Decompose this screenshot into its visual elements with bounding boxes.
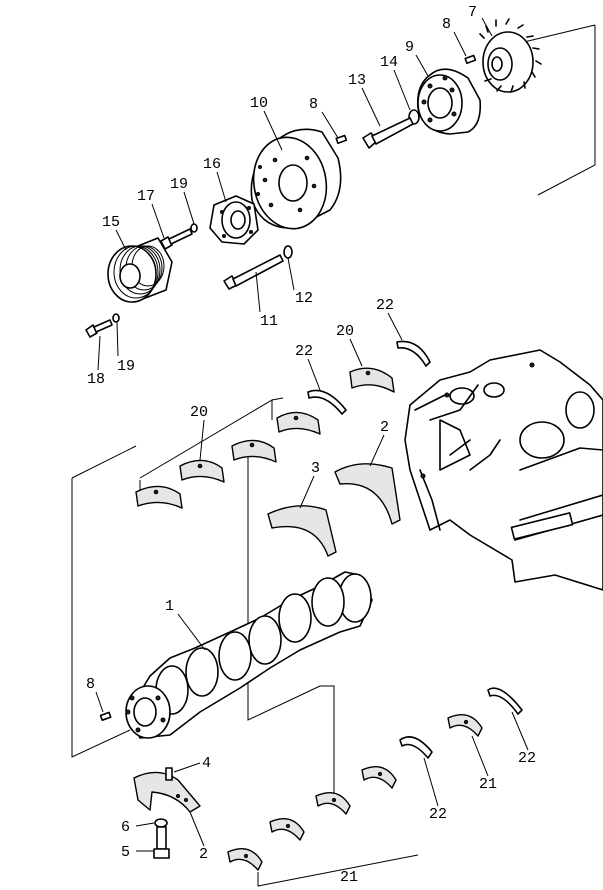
thrust-washer-22a bbox=[396, 340, 431, 367]
thrust-washer-22d bbox=[487, 687, 523, 715]
washer-19a bbox=[190, 223, 198, 233]
callout-c22a: 22 bbox=[376, 297, 394, 314]
damper-10 bbox=[250, 128, 342, 230]
main-bearing-upper-group bbox=[135, 367, 395, 509]
callout-c20b: 20 bbox=[190, 404, 208, 421]
callout-c20a: 20 bbox=[336, 323, 354, 340]
washer-19b bbox=[112, 313, 120, 323]
callout-c15: 15 bbox=[102, 214, 120, 231]
callout-c22c: 22 bbox=[518, 750, 536, 767]
bolt-5 bbox=[153, 826, 170, 859]
callout-c10: 10 bbox=[250, 95, 268, 112]
callout-c22d: 22 bbox=[429, 806, 447, 823]
callout-c8b: 8 bbox=[309, 96, 318, 113]
callout-c21b: 21 bbox=[340, 869, 358, 886]
dowel-pin-8b bbox=[335, 134, 348, 145]
callout-c8a: 8 bbox=[442, 16, 451, 33]
guide-lines bbox=[71, 24, 596, 887]
cylinder-block bbox=[404, 349, 603, 591]
dowel-pin-8a bbox=[464, 54, 477, 65]
bearing-cap-2-lower bbox=[133, 767, 201, 813]
main-bearing-lower-group bbox=[227, 714, 483, 871]
callout-c5: 5 bbox=[121, 844, 130, 861]
bearing-cap-2 bbox=[334, 463, 401, 525]
bolt-17 bbox=[160, 228, 193, 250]
bolt-18 bbox=[85, 319, 113, 338]
callout-c1: 1 bbox=[165, 598, 174, 615]
thrust-washer-22b bbox=[307, 389, 347, 415]
callout-c12: 12 bbox=[295, 290, 313, 307]
bearing-cap-3 bbox=[267, 505, 337, 557]
callout-c9: 9 bbox=[405, 39, 414, 56]
bolt-11 bbox=[223, 254, 284, 290]
adapter-16 bbox=[209, 195, 259, 245]
callout-c13: 13 bbox=[348, 72, 366, 89]
callout-c7: 7 bbox=[468, 4, 477, 21]
thrust-washer-22c bbox=[399, 736, 433, 759]
dowel-pin-8c bbox=[99, 711, 112, 721]
washer-12 bbox=[283, 245, 293, 259]
spring-washer-6 bbox=[154, 818, 168, 828]
bolt-13 bbox=[362, 117, 414, 149]
crank-gear-7 bbox=[479, 18, 542, 93]
callout-c21a: 21 bbox=[479, 776, 497, 793]
pulley-15 bbox=[107, 237, 173, 303]
callout-leaders bbox=[95, 17, 529, 852]
gear-hub-9 bbox=[416, 68, 482, 135]
callout-c2b: 2 bbox=[199, 846, 208, 863]
callout-c6: 6 bbox=[121, 819, 130, 836]
callout-c19a: 19 bbox=[170, 176, 188, 193]
callout-c14: 14 bbox=[380, 54, 398, 71]
callout-c17: 17 bbox=[137, 188, 155, 205]
callout-c3: 3 bbox=[311, 460, 320, 477]
callout-c22b: 22 bbox=[295, 343, 313, 360]
callout-c16: 16 bbox=[203, 156, 221, 173]
callout-c18: 18 bbox=[87, 371, 105, 388]
crankshaft-1 bbox=[125, 571, 373, 739]
callout-c2a: 2 bbox=[380, 419, 389, 436]
callout-c19b: 19 bbox=[117, 358, 135, 375]
callout-c4: 4 bbox=[202, 755, 211, 772]
callout-c11: 11 bbox=[260, 313, 278, 330]
callout-c8c: 8 bbox=[86, 676, 95, 693]
